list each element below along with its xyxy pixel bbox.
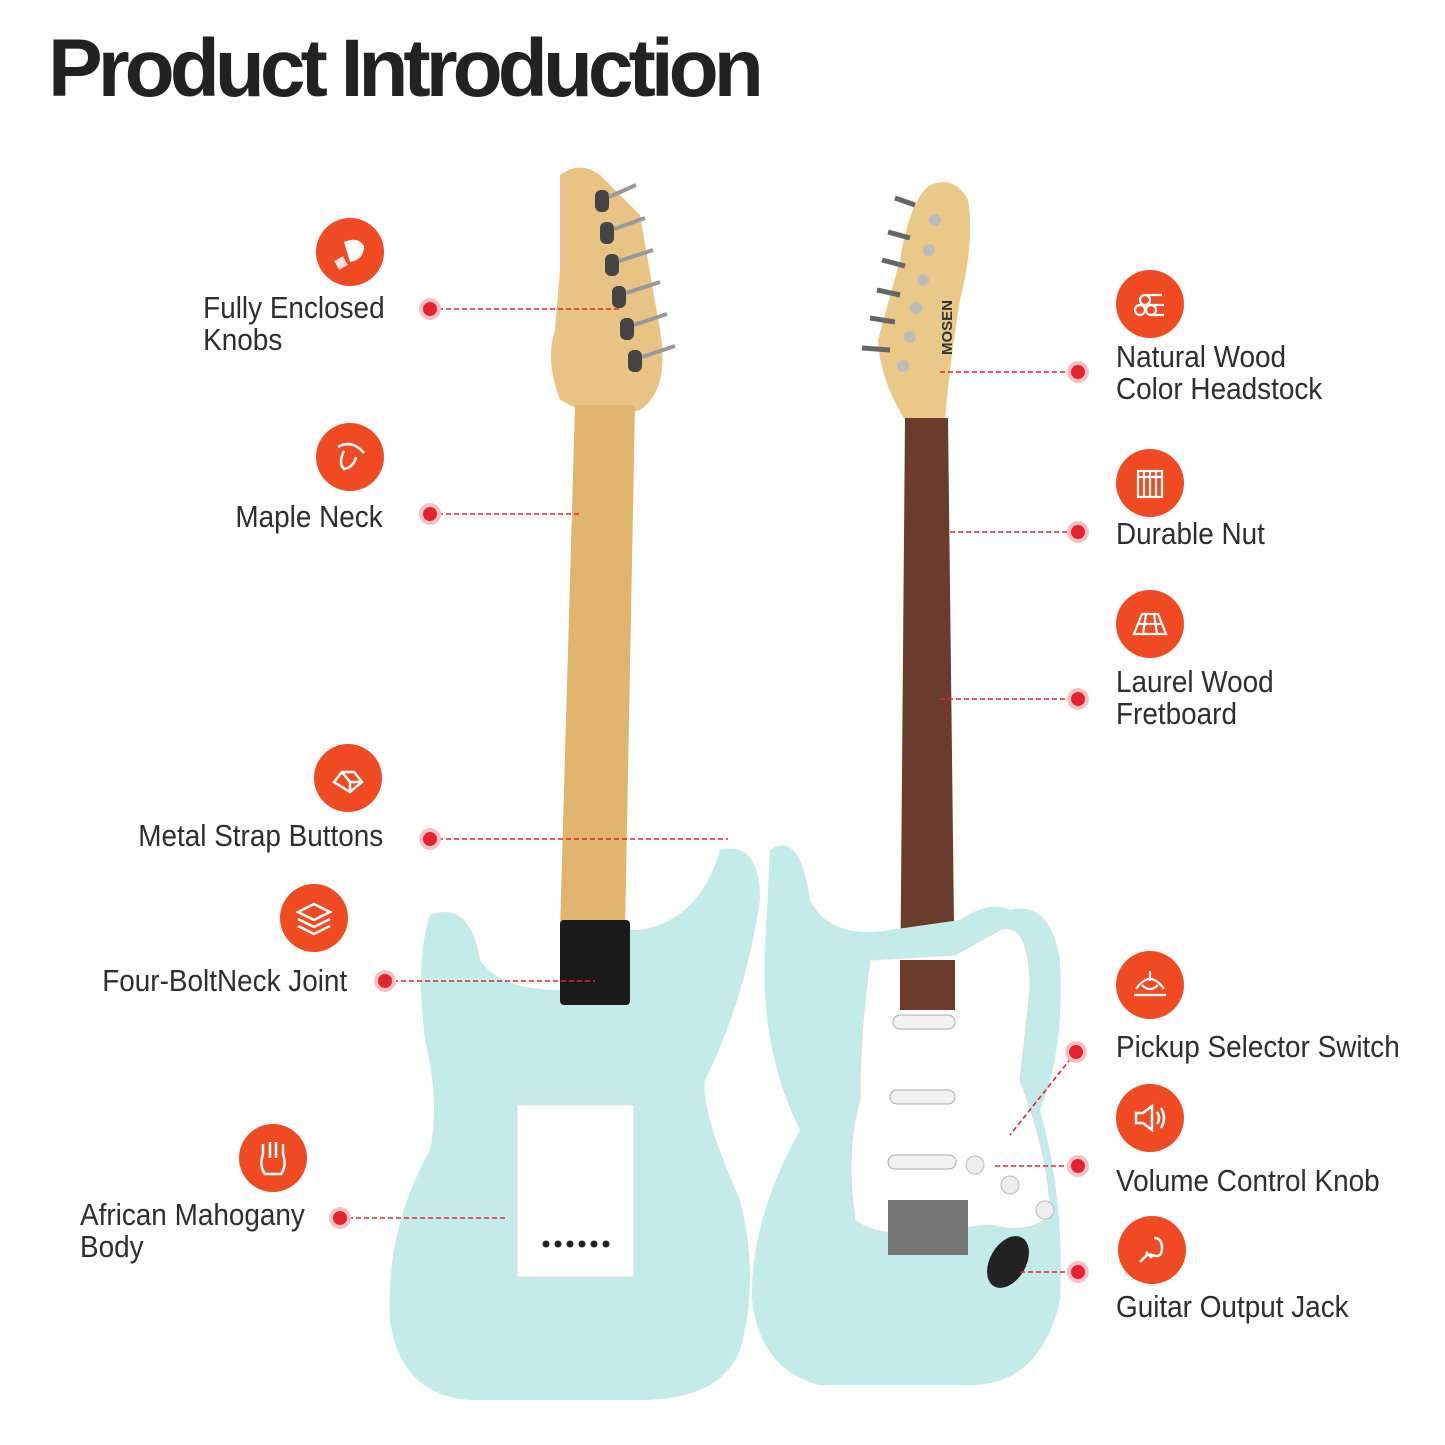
feature-label-four-bolt-neck-joint: Four-BoltNeck Joint (102, 963, 347, 998)
feature-label-guitar-output-jack: Guitar Output Jack (1116, 1289, 1349, 1324)
leader-lines (340, 308, 1078, 1273)
feature-label-metal-strap-buttons: Metal Strap Buttons (137, 818, 383, 853)
tuning-knob-icon (316, 218, 384, 286)
layers-icon (280, 884, 348, 952)
feature-label-pickup-selector-switch: Pickup Selector Switch (1116, 1029, 1400, 1064)
cable-jack-icon (1118, 1216, 1186, 1284)
feature-label-laurel-wood-fretboard: Laurel Wood Fretboard (1116, 664, 1274, 731)
feature-label-natural-wood-headstock: Natural Wood Color Headstock (1116, 339, 1323, 406)
speaker-icon (1116, 1084, 1184, 1152)
guitar-body-icon (239, 1124, 307, 1192)
selector-switch-icon (1116, 951, 1184, 1019)
fretboard-icon (1116, 590, 1184, 658)
feature-label-durable-nut: Durable Nut (1116, 516, 1265, 551)
feature-label-maple-neck: Maple Neck (235, 499, 383, 534)
page-title: Product Introduction (48, 23, 764, 114)
wood-logs-icon (1116, 270, 1184, 338)
nut-icon (1116, 449, 1184, 517)
feature-label-fully-enclosed-knobs: Fully Enclosed Knobs (203, 290, 385, 357)
guitar-neck-icon (316, 423, 384, 491)
metal-bars-icon (314, 744, 382, 812)
feature-label-volume-control-knob: Volume Control Knob (1116, 1163, 1380, 1198)
marker-dots (329, 298, 1089, 1283)
brand-logo: MOSEN (939, 300, 956, 355)
feature-label-african-mahogany-body: African Mahogany Body (80, 1197, 305, 1264)
guitar-front-view: MOSEN (751, 182, 1061, 1386)
guitar-back-view (389, 167, 760, 1400)
